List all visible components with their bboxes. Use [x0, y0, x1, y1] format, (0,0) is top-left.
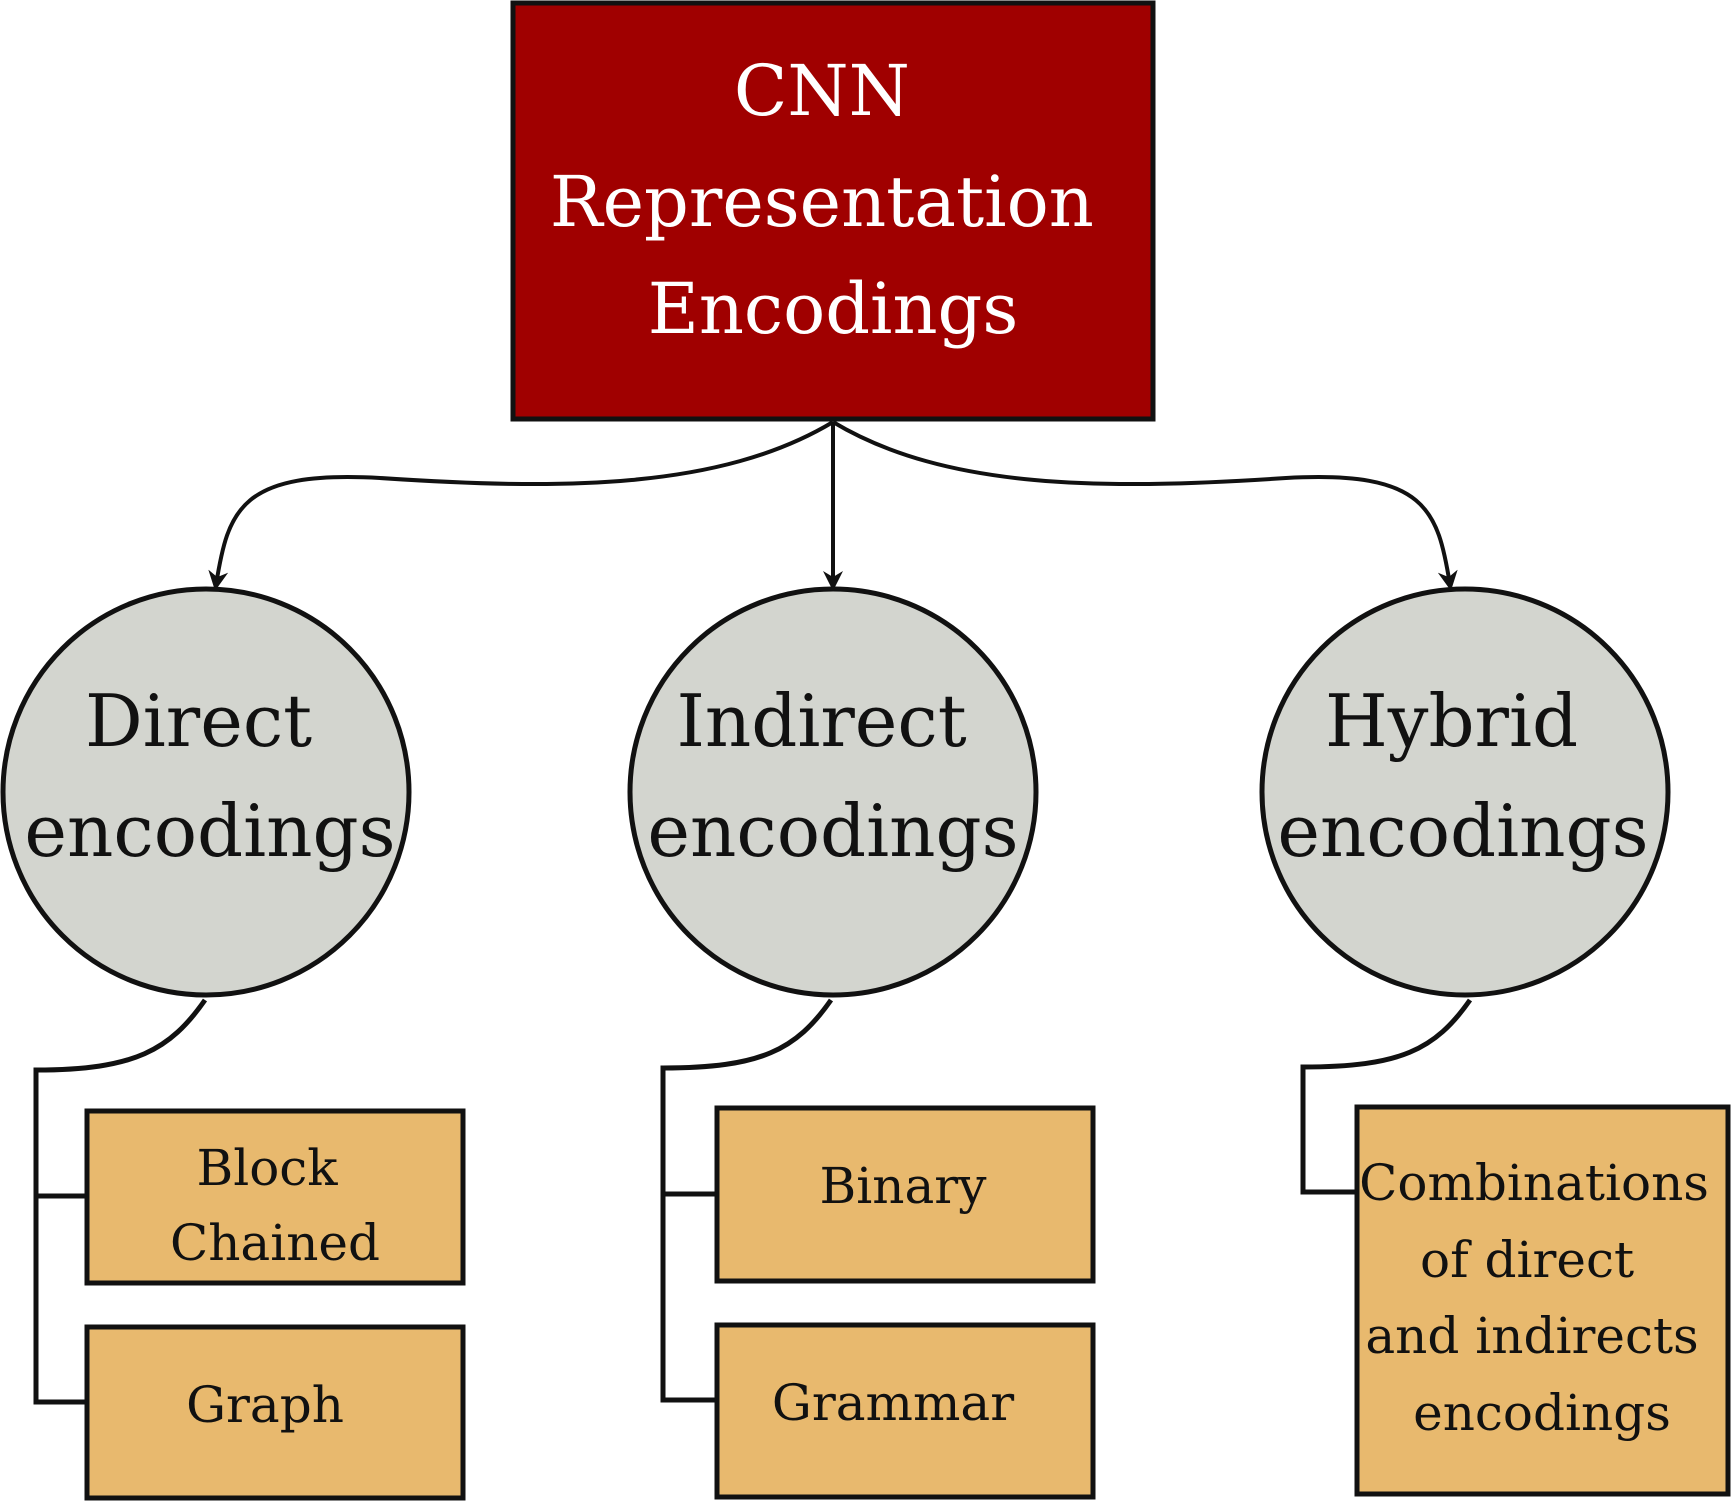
- hybrid-label: Hybrid encodings: [1277, 679, 1648, 873]
- leaf-box: [1354, 1104, 1731, 1497]
- leaf-grammar: Grammar: [714, 1322, 1096, 1500]
- leaf-label: Block Chained: [170, 1139, 380, 1272]
- root-title-line: CNN: [734, 50, 910, 132]
- leaf-label: Binary: [820, 1157, 988, 1215]
- hybrid-label-line: Hybrid: [1325, 679, 1578, 763]
- leaf-label-line: encodings: [1413, 1384, 1671, 1442]
- direct-branch-line: [33, 998, 208, 1405]
- leaf-box: [84, 1108, 466, 1286]
- hybrid-circle: [1259, 586, 1671, 998]
- leaf-box: [84, 1324, 466, 1501]
- leaf-label-line: Combinations: [1359, 1154, 1709, 1212]
- indirect-label-line: Indirect: [676, 679, 966, 763]
- indirect-circle: [627, 586, 1039, 998]
- direct-circle: [0, 586, 412, 998]
- root-title-line: Representation: [550, 161, 1094, 243]
- direct-label: Direct encodings: [24, 679, 395, 873]
- leaf-label: Combinations of direct and indirects enc…: [1359, 1154, 1725, 1442]
- leaf-label: Graph: [186, 1376, 344, 1434]
- leaf-graph: Graph: [84, 1324, 466, 1501]
- category-indirect: Indirect encodings: [627, 586, 1039, 998]
- root-node: CNN Representation Encodings: [510, 0, 1156, 422]
- leaf-label-line: Block: [196, 1139, 338, 1197]
- indirect-label-line: encodings: [647, 789, 1018, 873]
- leaf-label-line: and indirects: [1365, 1307, 1698, 1365]
- hybrid-label-line: encodings: [1277, 789, 1648, 873]
- root-connectors: [208, 420, 1458, 591]
- direct-label-line: Direct: [85, 679, 312, 763]
- leaf-label-line: Chained: [170, 1214, 380, 1272]
- hybrid-branch-line: [1300, 998, 1473, 1195]
- leaf-label: Grammar: [772, 1374, 1014, 1432]
- leaf-box: [714, 1105, 1096, 1284]
- arrow-to-direct: [208, 420, 835, 591]
- leaf-block-chained: Block Chained: [84, 1108, 466, 1286]
- leaf-connectors: [33, 998, 1473, 1405]
- leaf-label-line: of direct: [1420, 1231, 1634, 1289]
- category-hybrid: Hybrid encodings: [1259, 586, 1671, 998]
- leaf-box: [714, 1322, 1096, 1500]
- indirect-branch-line: [660, 998, 834, 1403]
- indirect-label: Indirect encodings: [647, 679, 1018, 873]
- direct-label-line: encodings: [24, 789, 395, 873]
- root-box: [510, 0, 1156, 422]
- leaf-label-line: Grammar: [772, 1374, 1014, 1432]
- category-direct: Direct encodings: [0, 586, 412, 998]
- root-title-line: Encodings: [648, 268, 1019, 350]
- leaf-label-line: Graph: [186, 1376, 344, 1434]
- leaf-binary: Binary: [714, 1105, 1096, 1284]
- arrow-to-hybrid: [831, 420, 1458, 591]
- leaf-combinations: Combinations of direct and indirects enc…: [1354, 1104, 1731, 1497]
- root-title: CNN Representation Encodings: [550, 50, 1116, 350]
- leaf-label-line: Binary: [820, 1157, 988, 1215]
